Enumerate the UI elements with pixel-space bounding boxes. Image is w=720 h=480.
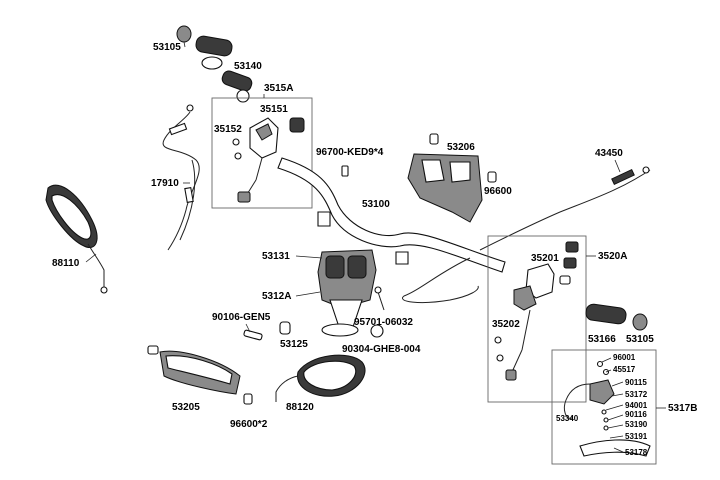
label-88110: 88110 xyxy=(52,258,80,269)
label-43450: 43450 xyxy=(595,148,623,159)
left-switch-housing-part xyxy=(232,117,305,203)
right-mirror-part xyxy=(275,354,366,402)
label-35152: 35152 xyxy=(214,124,242,135)
label-95701-06032: 95701-06032 xyxy=(354,317,413,328)
label-5312A: 5312A xyxy=(262,291,291,302)
nut-90304-part xyxy=(370,324,384,338)
rear-cover-part xyxy=(407,133,483,223)
label-53191: 53191 xyxy=(625,432,648,441)
right-switch-assembly-box xyxy=(487,235,587,403)
screw-96700-part xyxy=(341,165,349,177)
label-88120: 88120 xyxy=(286,402,314,413)
brake-lever-assembly-box xyxy=(551,349,657,465)
label-53206: 53206 xyxy=(447,142,475,153)
label-94001: 94001 xyxy=(625,401,648,410)
left-grip-part xyxy=(195,35,233,70)
label-53105-top: 53105 xyxy=(153,42,181,53)
label-53105-right: 53105 xyxy=(626,334,654,345)
front-cover-part xyxy=(147,345,241,395)
throttle-tube-part xyxy=(221,70,253,103)
grip-end-cap-part xyxy=(176,25,192,43)
label-96700-KED9x4: 96700-KED9*4 xyxy=(316,147,384,158)
throttle-cable-part xyxy=(162,104,200,251)
label-53131: 53131 xyxy=(262,251,290,262)
brake-lever-part xyxy=(563,360,651,457)
label-53140: 53140 xyxy=(234,61,262,72)
label-96600: 96600 xyxy=(484,186,512,197)
label-17910: 17910 xyxy=(151,178,179,189)
label-90304-GHE8-004: 90304-GHE8-004 xyxy=(342,344,421,355)
handlebar-part xyxy=(277,157,506,273)
right-grip-end-cap-part xyxy=(632,313,648,331)
label-35202: 35202 xyxy=(492,319,520,330)
label-53205: 53205 xyxy=(172,402,200,413)
label-53100: 53100 xyxy=(362,199,390,210)
label-3515A: 3515A xyxy=(264,83,293,94)
label-53166: 53166 xyxy=(588,334,616,345)
label-90116: 90116 xyxy=(625,410,647,419)
handle-holder-part xyxy=(317,249,377,337)
label-45517: 45517 xyxy=(613,365,636,374)
right-switch-housing-part xyxy=(494,241,579,381)
label-35151: 35151 xyxy=(260,104,288,115)
bolt-95701-part xyxy=(374,286,385,311)
label-35201: 35201 xyxy=(531,253,559,264)
label-53125: 53125 xyxy=(280,339,308,350)
bolt-90106-part xyxy=(243,323,263,341)
label-90115: 90115 xyxy=(625,378,647,387)
left-mirror-part xyxy=(45,184,108,294)
label-96600x2: 96600*2 xyxy=(230,419,268,430)
label-3520A: 3520A xyxy=(598,251,627,262)
brake-cable-part xyxy=(401,166,651,304)
label-53340: 53340 xyxy=(556,414,579,423)
label-5317B: 5317B xyxy=(668,403,697,414)
screw-96600x2-part xyxy=(243,393,253,405)
right-grip-part xyxy=(585,303,627,325)
label-96001: 96001 xyxy=(613,353,636,362)
screw-96600-part xyxy=(487,171,497,183)
label-90106-GEN5: 90106-GEN5 xyxy=(212,312,271,323)
label-53178: 53178 xyxy=(625,448,648,457)
label-53190: 53190 xyxy=(625,420,648,429)
collar-53125-part xyxy=(279,321,291,335)
switch-assembly-box xyxy=(211,97,313,209)
label-53172: 53172 xyxy=(625,390,648,399)
